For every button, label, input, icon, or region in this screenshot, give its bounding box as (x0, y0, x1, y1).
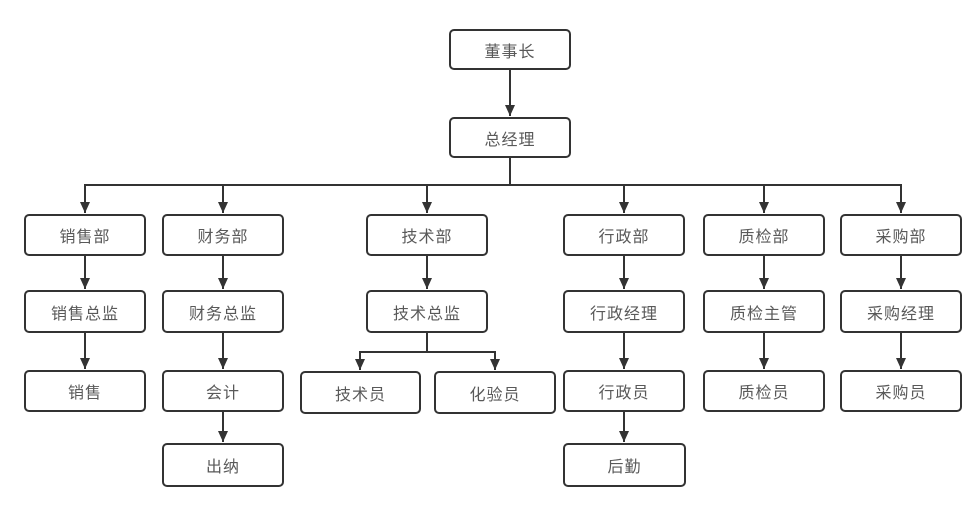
org-node-finance-director[interactable]: 财务总监 (162, 290, 284, 333)
org-node-tech-director[interactable]: 技术总监 (366, 290, 488, 333)
org-node-chairman[interactable]: 董事长 (449, 29, 571, 70)
org-node-admin-manager[interactable]: 行政经理 (563, 290, 685, 333)
org-node-admin-staff[interactable]: 行政员 (563, 370, 685, 412)
org-node-purchasing-dept[interactable]: 采购部 (840, 214, 962, 256)
org-node-cashier[interactable]: 出纳 (162, 443, 284, 487)
org-node-accountant[interactable]: 会计 (162, 370, 284, 412)
org-node-purchaser[interactable]: 采购员 (840, 370, 962, 412)
org-node-tech-dept[interactable]: 技术部 (366, 214, 488, 256)
org-node-technician[interactable]: 技术员 (300, 371, 421, 414)
org-node-logistics[interactable]: 后勤 (563, 443, 686, 487)
org-node-admin-dept[interactable]: 行政部 (563, 214, 685, 256)
org-node-qc-dept[interactable]: 质检部 (703, 214, 825, 256)
org-node-sales-director[interactable]: 销售总监 (24, 290, 146, 333)
org-node-sales-staff[interactable]: 销售 (24, 370, 146, 412)
org-node-sales-dept[interactable]: 销售部 (24, 214, 146, 256)
org-node-qc-supervisor[interactable]: 质检主管 (703, 290, 825, 333)
org-node-finance-dept[interactable]: 财务部 (162, 214, 284, 256)
org-node-lab-analyst[interactable]: 化验员 (434, 371, 556, 414)
org-node-general-manager[interactable]: 总经理 (449, 117, 571, 158)
org-node-qc-inspector[interactable]: 质检员 (703, 370, 825, 412)
org-node-purchasing-manager[interactable]: 采购经理 (840, 290, 962, 333)
